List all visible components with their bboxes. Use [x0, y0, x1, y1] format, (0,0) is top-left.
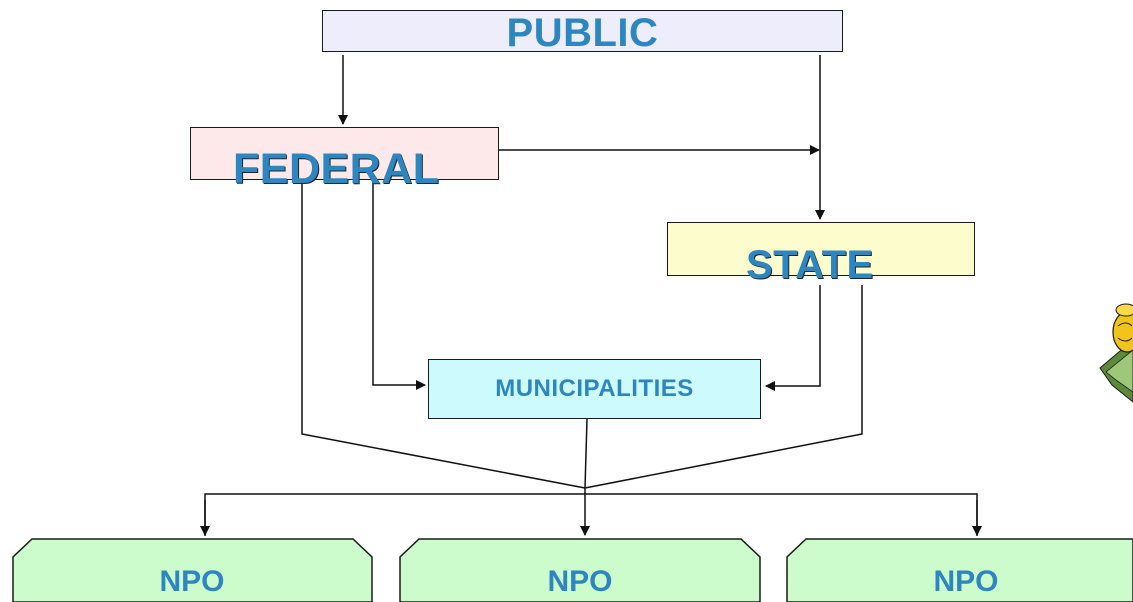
connector-federal-to-hub [301, 180, 586, 489]
npo-box-left [12, 538, 373, 602]
money-bag-on-dollar-bills-icon [1099, 303, 1133, 403]
municipalities-label: MUNICIPALITIES [495, 375, 694, 402]
connector-state-to-hub [584, 285, 863, 489]
distribution-bar [204, 493, 978, 536]
npo-label-left: NPO [159, 565, 225, 598]
state-label: STATE [746, 243, 874, 287]
arrow-state-to-municipalities [765, 285, 821, 391]
npo-box-center [399, 538, 761, 602]
arrow-federal-to-municipalities [372, 180, 426, 390]
connector-municipalities-to-hub [584, 418, 588, 489]
npo-label-center: NPO [547, 565, 613, 598]
federal-box: FEDERAL [190, 127, 499, 191]
npo-label-right: NPO [933, 565, 999, 598]
public-box: PUBLIC [322, 10, 843, 55]
public-label: PUBLIC [506, 11, 659, 55]
federal-label: FEDERAL [233, 145, 440, 193]
municipalities-box: MUNICIPALITIES [428, 359, 761, 419]
state-box: STATE [667, 222, 975, 285]
npo-box-right [786, 538, 1133, 602]
